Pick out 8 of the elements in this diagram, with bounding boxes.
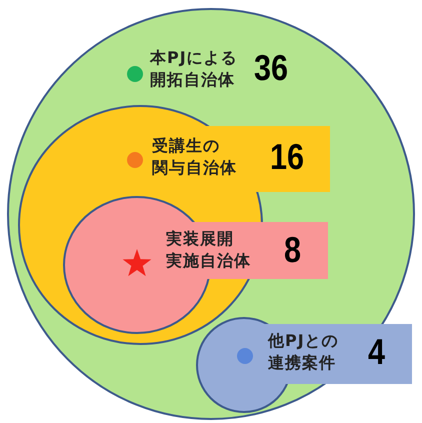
category-label: 実装展開実施自治体 [166, 228, 251, 272]
count-value: 8 [284, 230, 302, 270]
count-value: 36 [254, 48, 288, 88]
category-label: 他PJとの連携案件 [268, 330, 339, 374]
count-value: 16 [270, 137, 304, 177]
category-label: 本PJによる開拓自治体 [150, 47, 238, 91]
count-value: 4 [368, 332, 386, 372]
category-label: 受講生の関与自治体 [152, 135, 237, 179]
